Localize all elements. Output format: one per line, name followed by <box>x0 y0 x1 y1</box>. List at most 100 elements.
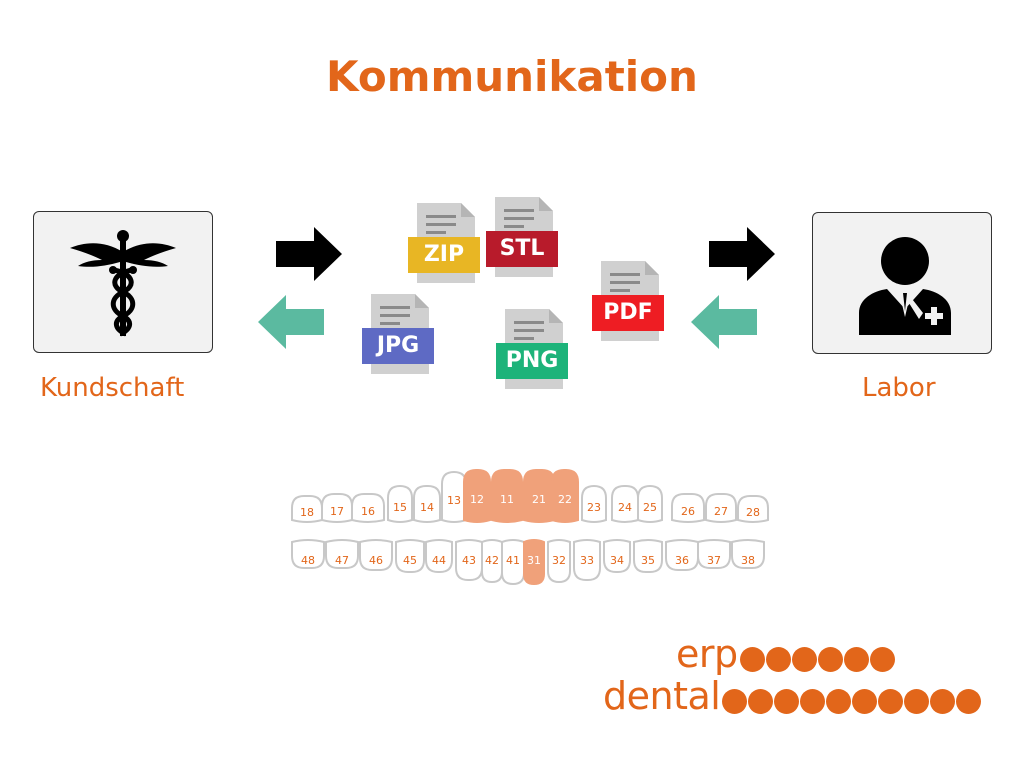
tooth-number: 36 <box>675 554 689 567</box>
tooth: 41 <box>501 539 525 586</box>
tooth: 42 <box>481 539 503 584</box>
file-stl: STL <box>486 197 562 279</box>
logo-text-erp: erp <box>676 632 738 676</box>
tooth-number: 32 <box>552 554 566 567</box>
tooth: 26 <box>671 493 705 523</box>
kundschaft-label: Kundschaft <box>40 373 185 403</box>
logo-dot <box>791 646 817 672</box>
tooth-number: 13 <box>447 494 461 507</box>
tooth-number: 14 <box>420 501 434 514</box>
tooth-number: 45 <box>403 554 417 567</box>
tooth: 16 <box>351 493 385 523</box>
tooth: 37 <box>697 539 731 569</box>
tooth-number: 28 <box>746 506 760 519</box>
tooth-number: 16 <box>361 505 375 518</box>
tooth-number: 43 <box>462 554 476 567</box>
file-png: PNG <box>496 309 572 391</box>
file-type-label: PNG <box>496 343 568 379</box>
tooth: 38 <box>731 539 765 569</box>
tooth-number: 33 <box>580 554 594 567</box>
file-type-label: ZIP <box>408 237 480 273</box>
tooth: 35 <box>633 539 663 573</box>
tooth-number: 48 <box>301 554 315 567</box>
logo-line-erp: erp <box>676 632 895 679</box>
logo-line-dental: dental <box>603 672 982 723</box>
logo-dot <box>904 688 930 714</box>
tooth-number: 25 <box>643 501 657 514</box>
tooth-number: 46 <box>369 554 383 567</box>
logo-dot <box>739 646 765 672</box>
tooth: 28 <box>737 495 769 523</box>
logo-dot <box>956 688 982 714</box>
logo-dot <box>774 688 800 714</box>
tooth-number: 21 <box>532 493 546 506</box>
page-title: Kommunikation <box>326 52 698 101</box>
arrow-right-icon <box>276 227 342 281</box>
tooth: 43 <box>455 539 483 581</box>
tooth-number: 37 <box>707 554 721 567</box>
tooth: 47 <box>325 539 359 569</box>
tooth: 11 <box>491 469 523 523</box>
tooth: 32 <box>547 539 571 584</box>
logo-dot <box>930 688 956 714</box>
tooth: 17 <box>321 493 353 523</box>
tooth: 15 <box>387 484 413 523</box>
arrow-right-icon <box>709 227 775 281</box>
tooth-number: 22 <box>558 493 572 506</box>
tooth-number: 41 <box>506 554 520 567</box>
tooth: 14 <box>413 485 441 523</box>
file-pdf: PDF <box>592 261 668 343</box>
tooth-number: 23 <box>587 501 601 514</box>
tooth-number: 17 <box>330 505 344 518</box>
tooth-number: 47 <box>335 554 349 567</box>
tooth-number: 12 <box>470 493 484 506</box>
arrow-left-icon <box>691 295 757 349</box>
tooth-number: 31 <box>527 554 541 567</box>
tooth: 31 <box>523 539 545 586</box>
tooth: 36 <box>665 539 699 571</box>
logo-dot <box>765 646 791 672</box>
tooth: 44 <box>425 539 453 573</box>
tooth: 22 <box>551 469 579 523</box>
arrow-left-icon <box>258 295 324 349</box>
tooth-number: 11 <box>500 493 514 506</box>
labor-label: Labor <box>862 373 936 403</box>
logo-dot <box>852 688 878 714</box>
logo-text-dental: dental <box>603 674 721 718</box>
file-type-label: STL <box>486 231 558 267</box>
tooth: 46 <box>359 539 393 571</box>
tooth: 23 <box>581 484 607 523</box>
kundschaft-box <box>33 211 213 353</box>
file-jpg: JPG <box>362 294 438 376</box>
tooth: 18 <box>291 495 323 523</box>
tooth: 25 <box>637 484 663 523</box>
tooth: 13 <box>441 470 467 523</box>
logo-dots <box>738 635 895 679</box>
tooth-number: 18 <box>300 506 314 519</box>
doctor-icon <box>859 237 951 335</box>
logo-dot <box>748 688 774 714</box>
labor-box <box>812 212 992 354</box>
tooth-number: 24 <box>618 501 632 514</box>
upper-teeth-row: 18 17 16 15 14 13 12 11 21 22 23 24 25 26 27 28 <box>291 469 769 523</box>
tooth: 33 <box>573 539 601 581</box>
logo-dot <box>843 646 869 672</box>
tooth-number: 26 <box>681 505 695 518</box>
tooth: 34 <box>603 539 631 573</box>
logo-dot <box>826 688 852 714</box>
tooth: 27 <box>705 493 737 523</box>
tooth-number: 44 <box>432 554 446 567</box>
tooth-number: 27 <box>714 505 728 518</box>
tooth: 45 <box>395 539 425 573</box>
logo-dots <box>720 675 982 723</box>
tooth: 48 <box>291 539 325 569</box>
tooth-number: 38 <box>741 554 755 567</box>
tooth-number: 35 <box>641 554 655 567</box>
tooth-number: 15 <box>393 501 407 514</box>
logo-dot <box>800 688 826 714</box>
tooth: 21 <box>523 469 555 523</box>
logo-dot <box>722 688 748 714</box>
file-type-label: JPG <box>362 328 434 364</box>
